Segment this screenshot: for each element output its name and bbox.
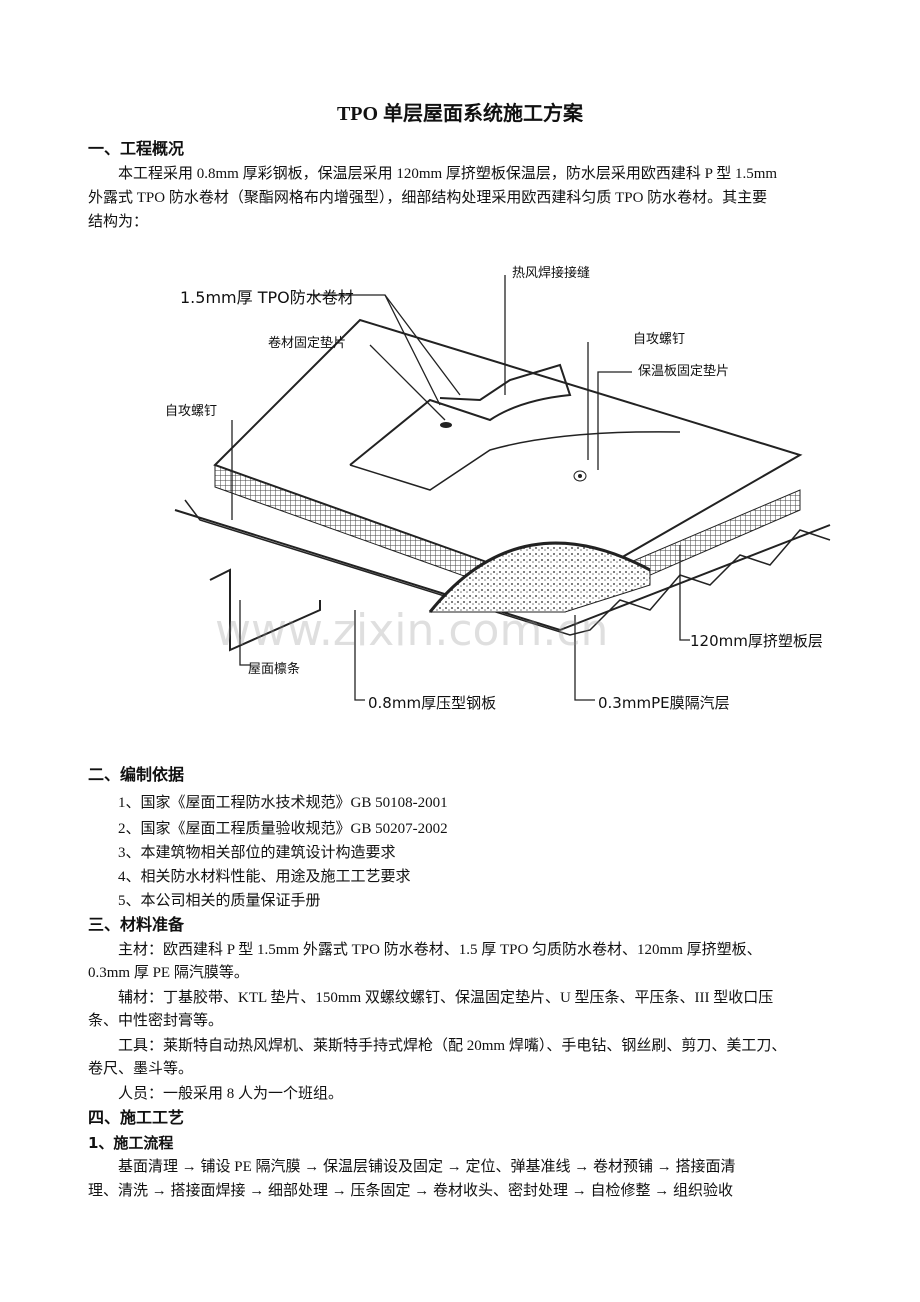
para-line: 条、中性密封膏等。 bbox=[88, 1013, 224, 1029]
section-4-heading: 四、施工工艺 bbox=[88, 1108, 185, 1127]
label-membrane: 1.5mm厚 TPO防水卷材 bbox=[180, 288, 354, 307]
label-seam: 热风焊接接缝 bbox=[512, 266, 591, 281]
list-item: 2、国家《屋面工程质量验收规范》GB 50207-2002 bbox=[118, 821, 448, 837]
para-line: 卷尺、墨斗等。 bbox=[88, 1061, 194, 1077]
para-line: 结构为： bbox=[88, 214, 149, 230]
page-title: TPO 单层屋面系统施工方案 bbox=[336, 103, 584, 125]
para-line: 辅材：丁基胶带、KTL 垫片、150mm 双螺纹螺钉、保温固定垫片、U 型压条、… bbox=[118, 990, 774, 1006]
para-line: 理、清洗 → 搭接面焊接 → 细部处理 → 压条固定 → 卷材收头、密封处理 →… bbox=[88, 1183, 734, 1199]
list-item: 5、本公司相关的质量保证手册 bbox=[118, 893, 321, 909]
para-line: 0.3mm 厚 PE 隔汽膜等。 bbox=[88, 965, 249, 981]
label-screw-left: 自攻螺钉 bbox=[165, 404, 218, 419]
subsection-heading: 1、施工流程 bbox=[88, 1134, 174, 1152]
label-purlin: 屋面檩条 bbox=[248, 662, 301, 677]
para-line: 人员：一般采用 8 人为一个班组。 bbox=[118, 1086, 344, 1102]
label-plate: 卷材固定垫片 bbox=[268, 336, 347, 351]
diagram-drawing bbox=[174, 275, 831, 701]
label-steel: 0.8mm厚压型钢板 bbox=[368, 694, 497, 712]
para-line: 基面清理 → 铺设 PE 隔汽膜 → 保温层铺设及固定 → 定位、弹基准线 → … bbox=[118, 1159, 736, 1175]
label-screw-right: 自攻螺钉 bbox=[633, 332, 686, 347]
list-item: 3、本建筑物相关部位的建筑设计构造要求 bbox=[118, 845, 396, 861]
list-item: 1、国家《屋面工程防水技术规范》GB 50108-2001 bbox=[118, 795, 448, 811]
section-1-heading: 一、工程概况 bbox=[88, 139, 185, 158]
para-line: 主材：欧西建科 P 型 1.5mm 外露式 TPO 防水卷材、1.5 厚 TPO… bbox=[118, 942, 762, 958]
section-3-heading: 三、材料准备 bbox=[88, 915, 185, 934]
para-line: 工具：莱斯特自动热风焊机、莱斯特手持式焊枪（配 20mm 焊嘴）、手电钻、钢丝刷… bbox=[118, 1038, 787, 1054]
label-insulation-plate: 保温板固定垫片 bbox=[638, 364, 730, 379]
label-xps: 120mm厚挤塑板层 bbox=[690, 632, 823, 650]
watermark: www.zixin.com.cn bbox=[215, 605, 609, 656]
section-2-heading: 二、编制依据 bbox=[88, 765, 185, 784]
list-item: 4、相关防水材料性能、用途及施工工艺要求 bbox=[118, 869, 411, 885]
label-pe: 0.3mmPE膜隔汽层 bbox=[598, 694, 730, 712]
para-line: 本工程采用 0.8mm 厚彩钢板，保温层采用 120mm 厚挤塑板保温层，防水层… bbox=[118, 166, 778, 182]
para-line: 外露式 TPO 防水卷材（聚酯网格布内增强型），细部结构处理采用欧西建科匀质 T… bbox=[88, 190, 768, 206]
